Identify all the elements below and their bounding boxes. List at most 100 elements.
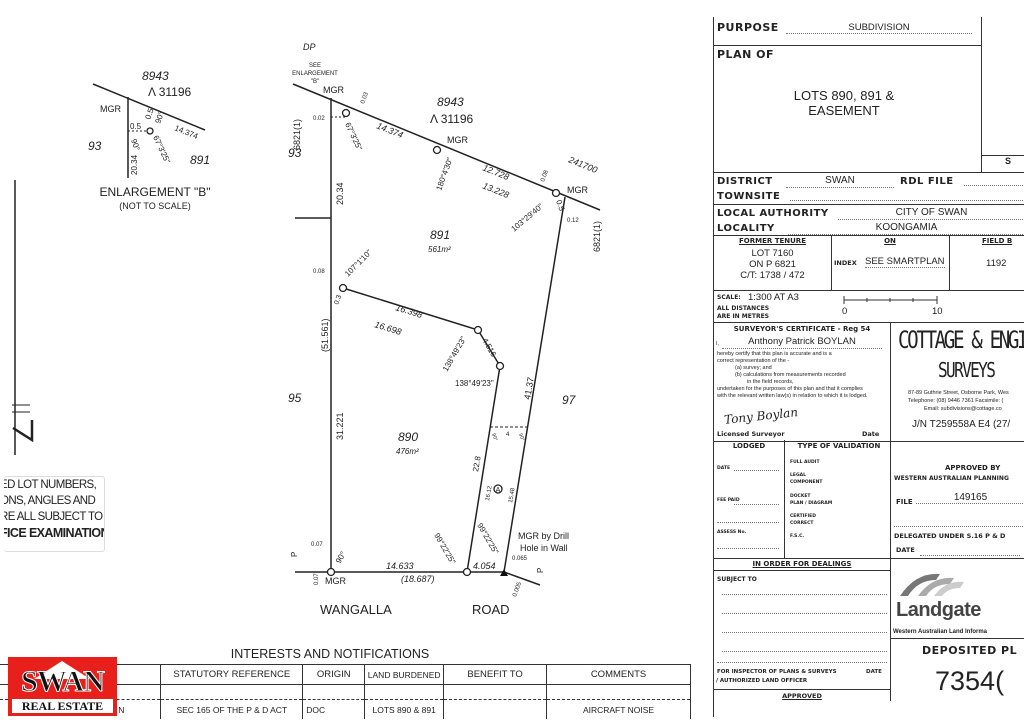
field-book-label: FIELD B — [982, 237, 1013, 245]
field-book-value: 1192 — [986, 258, 1007, 269]
dim: 4 — [506, 432, 510, 438]
survey-marks — [146, 108, 561, 577]
table-cell: SEC 165 OF THE P & D ACT — [160, 699, 303, 719]
dim: 0.005 — [512, 581, 523, 598]
validation-item: CERTIFIED — [790, 514, 816, 519]
certificate-title: SURVEYOR'S CERTIFICATE - Reg 54 — [733, 325, 871, 333]
validation-item: PLAN / DIAGRAM — [790, 501, 833, 506]
column-header: COMMENTS — [546, 664, 691, 685]
note: ENLARGEMENT — [292, 71, 338, 77]
dim: 16.12 — [485, 485, 494, 501]
mgr-label: MGR — [325, 576, 346, 586]
lot-number: 8943 — [437, 95, 464, 109]
scale-zero: 0 — [842, 306, 848, 317]
job-number: J/N T259558A E4 (27/ — [912, 419, 1011, 430]
assess-no-label: ASSESS No. — [717, 530, 747, 535]
scale-bar — [843, 296, 938, 304]
date-label: Date — [862, 430, 880, 438]
swan-real-estate-logo: SWAN REAL ESTATE — [8, 657, 117, 716]
examination-notice: ED LOT NUMBERS, ONS, ANGLES AND RE ALL S… — [4, 476, 105, 552]
scale-value: 1:300 AT A3 — [748, 292, 799, 303]
plan-of-value: LOTS 890, 891 & — [793, 88, 895, 103]
dim: 16.698 — [373, 319, 402, 337]
dim: 15.48 — [508, 487, 517, 503]
dim: 0.3 — [333, 294, 343, 306]
table-cell: DOC — [302, 699, 365, 719]
plan-of-value: EASEMENT — [808, 103, 880, 118]
lot-number: 97 — [562, 393, 577, 407]
lot-area: 476m² — [396, 447, 419, 456]
dim: 0.02 — [313, 116, 325, 122]
cert-text: hereby certify that this plan is accurat… — [717, 351, 832, 357]
dim: 31.221 — [335, 412, 345, 440]
interests-table: STATUTORY REFERENCE ORIGIN LAND BURDENED… — [0, 664, 691, 719]
local-authority-label: LOCAL AUTHORITY — [717, 208, 829, 219]
angle: 90° — [517, 433, 525, 442]
north-arrow-label: N — [14, 436, 15, 438]
surveyor-name: Anthony Patrick BOYLAN — [722, 336, 882, 349]
cert-text: in the field records, — [747, 379, 794, 385]
column-header: ORIGIN — [302, 664, 365, 685]
scale-ten: 10 — [932, 306, 943, 317]
dim: 41.37 — [522, 376, 536, 400]
townsite-label: TOWNSITE — [717, 191, 781, 202]
notice-line: ED LOT NUMBERS, — [4, 479, 97, 491]
lot-number: 93 — [88, 139, 102, 153]
note: P — [290, 552, 299, 557]
former-tenure-label: FORMER TENURE — [739, 237, 806, 245]
dim: 0.08 — [540, 169, 550, 183]
road-name: WANGALLA — [320, 602, 392, 617]
dp-ref: 6821(1) — [292, 119, 302, 150]
enlargement-subtitle: (NOT TO SCALE) — [119, 201, 191, 211]
note: "B" — [311, 79, 319, 85]
wapc-label: WESTERN AUSTRALIAN PLANNING — [894, 475, 1009, 482]
licensed-surveyor-label: Licensed Surveyor — [717, 430, 785, 438]
lot-ref: Λ 31196 — [430, 112, 473, 126]
delegated-label: DELEGATED UNDER S.16 P & D — [894, 532, 1006, 540]
firm-address: 87-89 Guthrie Street, Osborne Park, Wes — [908, 390, 1009, 396]
logo-sub: REAL ESTATE — [12, 699, 113, 713]
angle: 90° — [490, 433, 498, 442]
mgr-label: MGR — [447, 135, 468, 145]
title-block: PURPOSE SUBDIVISION PLAN OF LOTS 890, 89… — [713, 17, 1024, 717]
table-cell — [443, 699, 547, 719]
lot-ref: Λ 31196 — [148, 85, 191, 99]
table-row: N SEC 165 OF THE P & D ACT DOC LOTS 890 … — [0, 699, 691, 719]
dim: 0.5 — [554, 199, 566, 213]
dim: 0.08 — [313, 269, 325, 275]
lot-number: 891 — [430, 228, 450, 242]
approved-label: APPROVED — [714, 689, 890, 700]
easement-label: A — [496, 487, 501, 494]
authorized-officer-label: / AUTHORIZED LAND OFFICER — [716, 678, 808, 684]
cert-text: correct representation of the - — [717, 358, 790, 364]
lot-area: 561m² — [428, 245, 451, 254]
drill-hole-mark — [500, 569, 508, 576]
boundary-lines — [12, 83, 601, 586]
lodged-date-label: DATE — [717, 466, 731, 471]
mgr-label: MGR — [100, 104, 121, 114]
mgr-label: MGR — [323, 85, 344, 95]
lot-number: 95 — [288, 391, 302, 405]
firm-name: COTTAGE & ENGI — [898, 326, 1024, 354]
dp-label: DP — [303, 42, 316, 52]
purpose-label: PURPOSE — [717, 21, 779, 34]
dim: 20.34 — [335, 182, 345, 205]
dim: 0.03 — [360, 91, 370, 105]
dim: 14.633 — [386, 561, 414, 571]
rdl-file-label: RDL FILE — [900, 176, 954, 187]
validation-item: LEGAL — [790, 473, 806, 478]
dim: 90° — [153, 110, 166, 124]
firm-address: Email: subdivisions@cottage.co — [924, 406, 1002, 412]
file-value: 149165 — [916, 492, 1024, 504]
survey-plan-drawing: 8943 Λ 31196 MGR 93 891 0.5 0.5 90° 14.3… — [12, 42, 602, 617]
validation-item: COMPONENT — [790, 480, 823, 485]
dp-ref: 6821(1) — [592, 221, 602, 252]
validation-item: DOCKET — [790, 494, 811, 499]
firm-address: Telephone: (08) 9446 7361 Facsimile: ( — [908, 398, 1004, 404]
dim: 0.07 — [314, 573, 320, 585]
validation-item: CORRECT — [790, 521, 814, 526]
fee-paid-label: FEE PAID — [717, 498, 740, 503]
roof-icon — [34, 661, 90, 679]
sheet-label: S — [981, 155, 1024, 166]
cert-i: I, — [716, 341, 720, 347]
